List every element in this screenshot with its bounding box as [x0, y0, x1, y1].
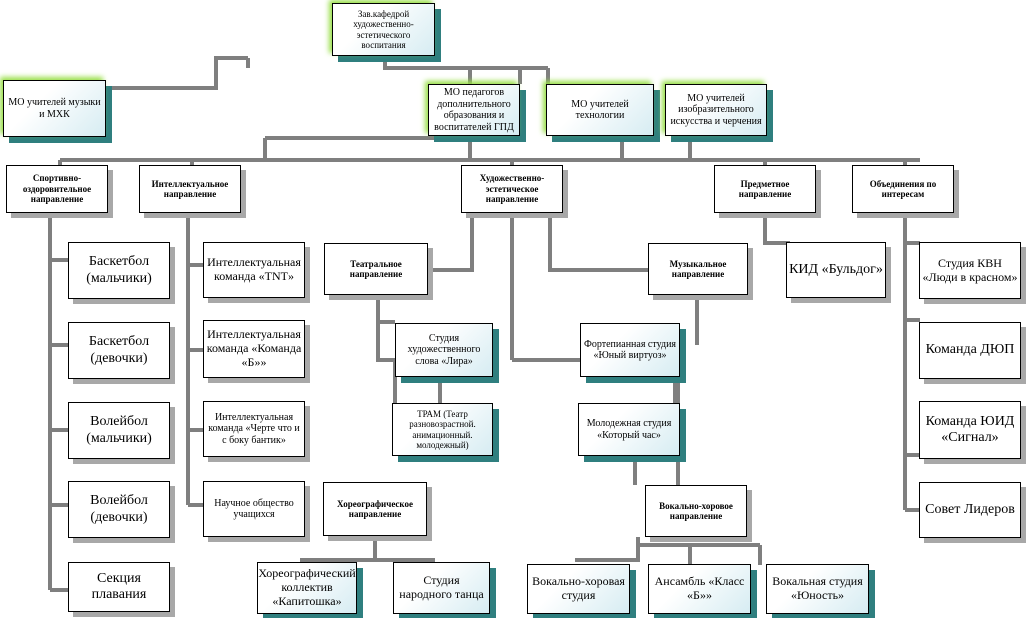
- mo-tech-label: МО учителей технологии: [571, 98, 629, 122]
- kapitoshka-label: Хореографический коллектив «Капитошка»: [258, 566, 356, 608]
- volley-boys-box: Волейбол (мальчики): [68, 402, 170, 459]
- basket-boys-label: Баскетбол (мальчики): [86, 254, 152, 286]
- kapitoshka-box: Хореографический коллектив «Капитошка»: [257, 562, 357, 614]
- intel-tnt-label: Интеллектуальная команда «TNT»: [207, 255, 301, 283]
- leaders-label: Совет Лидеров: [925, 501, 1015, 517]
- vocal-youth-box: Вокальная студия «Юность»: [766, 564, 869, 614]
- vocal-youth-label: Вокальная студия «Юность»: [772, 574, 863, 602]
- vocal-dir-box: Вокально-хоровое направление: [645, 485, 747, 537]
- kid-label: КИД «Бульдог»: [789, 261, 883, 277]
- dir-subject-box: Предметное направление: [714, 165, 816, 213]
- mo-pdo-box: МО педагогов дополнительного образования…: [428, 84, 520, 136]
- basket-girls-label: Баскетбол (девочки): [88, 334, 150, 366]
- mo-music-box: МО учителей музыки и МХК: [3, 80, 106, 137]
- intel-chert-box: Интеллектуальная команда «Черте что и с …: [203, 401, 305, 457]
- youth-studio-label: Молодежная студия «Который час»: [586, 418, 672, 441]
- vocal-dir-label: Вокально-хоровое направление: [659, 500, 733, 521]
- ensemble-box: Ансамбль «Класс «Б»»: [648, 564, 751, 614]
- kid-box: КИД «Бульдог»: [786, 242, 886, 298]
- mo-art-label: МО учителей изобразительного искусства и…: [670, 92, 762, 127]
- science-box: Научное общество учащихся: [203, 481, 305, 537]
- swimming-box: Секция плавания: [68, 562, 170, 612]
- music-label: Музыкальное направление: [669, 258, 727, 279]
- theatre-label: Театральное направление: [349, 258, 403, 279]
- music-box: Музыкальное направление: [648, 243, 748, 295]
- mo-tech-box: МО учителей технологии: [546, 84, 654, 136]
- basket-girls-box: Баскетбол (девочки): [68, 322, 170, 379]
- dir-art-box: Художественно-эстетическое направление: [461, 165, 563, 213]
- basket-boys-box: Баскетбол (мальчики): [68, 242, 170, 299]
- piano-label: Фортепианная студия «Юный виртуоз»: [583, 338, 677, 362]
- tram-box: ТРАМ (Театр разновозрастной. анимационны…: [392, 403, 493, 456]
- intel-b-label: Интеллектуальная команда «Команда «Б»»: [206, 327, 302, 369]
- lira-box: Студия художественного слова «Лира»: [395, 323, 493, 377]
- volley-girls-box: Волейбол (девочки): [68, 481, 170, 538]
- head-label: Зав.кафедрой художественно-эстетического…: [353, 8, 414, 50]
- dir-intel-label: Интеллектуальное направление: [151, 178, 229, 199]
- intel-chert-label: Интеллектуальная команда «Черте что и с …: [208, 411, 300, 446]
- dyup-box: Команда ДЮП: [919, 322, 1021, 379]
- dyup-label: Команда ДЮП: [925, 342, 1015, 358]
- science-label: Научное общество учащихся: [214, 497, 294, 521]
- dir-intel-box: Интеллектуальное направление: [139, 165, 241, 213]
- swimming-label: Секция плавания: [91, 570, 147, 602]
- folk-dance-box: Студия народного танца: [393, 562, 490, 614]
- dir-subject-label: Предметное направление: [738, 178, 792, 199]
- yuid-label: Команда ЮИД «Сигнал»: [925, 413, 1015, 445]
- mo-art-box: МО учителей изобразительного искусства и…: [665, 84, 767, 136]
- head-box: Зав.кафедрой художественно-эстетического…: [332, 3, 435, 56]
- dir-art-label: Художественно-эстетическое направление: [479, 173, 545, 205]
- youth-studio-box: Молодежная студия «Который час»: [578, 403, 680, 456]
- volley-girls-label: Волейбол (девочки): [90, 493, 148, 525]
- lira-label: Студия художественного слова «Лира»: [407, 332, 481, 367]
- folk-dance-label: Студия народного танца: [399, 573, 484, 601]
- intel-b-box: Интеллектуальная команда «Команда «Б»»: [203, 320, 305, 378]
- mo-pdo-label: МО педагогов дополнительного образования…: [434, 87, 514, 133]
- kvn-label: Студия КВН «Люди в красном»: [922, 255, 1018, 284]
- dir-interests-label: Объединения по интересам: [869, 178, 937, 199]
- vocal-choir-box: Вокально-хоровая студия: [527, 564, 630, 614]
- kvn-box: Студия КВН «Люди в красном»: [919, 242, 1021, 299]
- theatre-box: Театральное направление: [324, 243, 428, 295]
- mo-music-label: МО учителей музыки и МХК: [8, 97, 101, 120]
- ensemble-label: Ансамбль «Класс «Б»»: [654, 574, 745, 602]
- dir-interests-box: Объединения по интересам: [852, 165, 954, 213]
- yuid-box: Команда ЮИД «Сигнал»: [919, 401, 1021, 459]
- tram-label: ТРАМ (Театр разновозрастной. анимационны…: [409, 408, 476, 450]
- choreo-box: Хореографическое направление: [323, 482, 427, 536]
- dir-sport-box: Спортивно-оздоровительное направление: [6, 165, 108, 213]
- choreo-label: Хореографическое направление: [337, 498, 413, 519]
- leaders-box: Совет Лидеров: [919, 482, 1021, 538]
- piano-box: Фортепианная студия «Юный виртуоз»: [580, 323, 680, 377]
- dir-sport-label: Спортивно-оздоровительное направление: [22, 173, 92, 205]
- intel-tnt-box: Интеллектуальная команда «TNT»: [203, 242, 305, 298]
- volley-boys-label: Волейбол (мальчики): [86, 414, 152, 446]
- vocal-choir-label: Вокально-хоровая студия: [532, 574, 625, 602]
